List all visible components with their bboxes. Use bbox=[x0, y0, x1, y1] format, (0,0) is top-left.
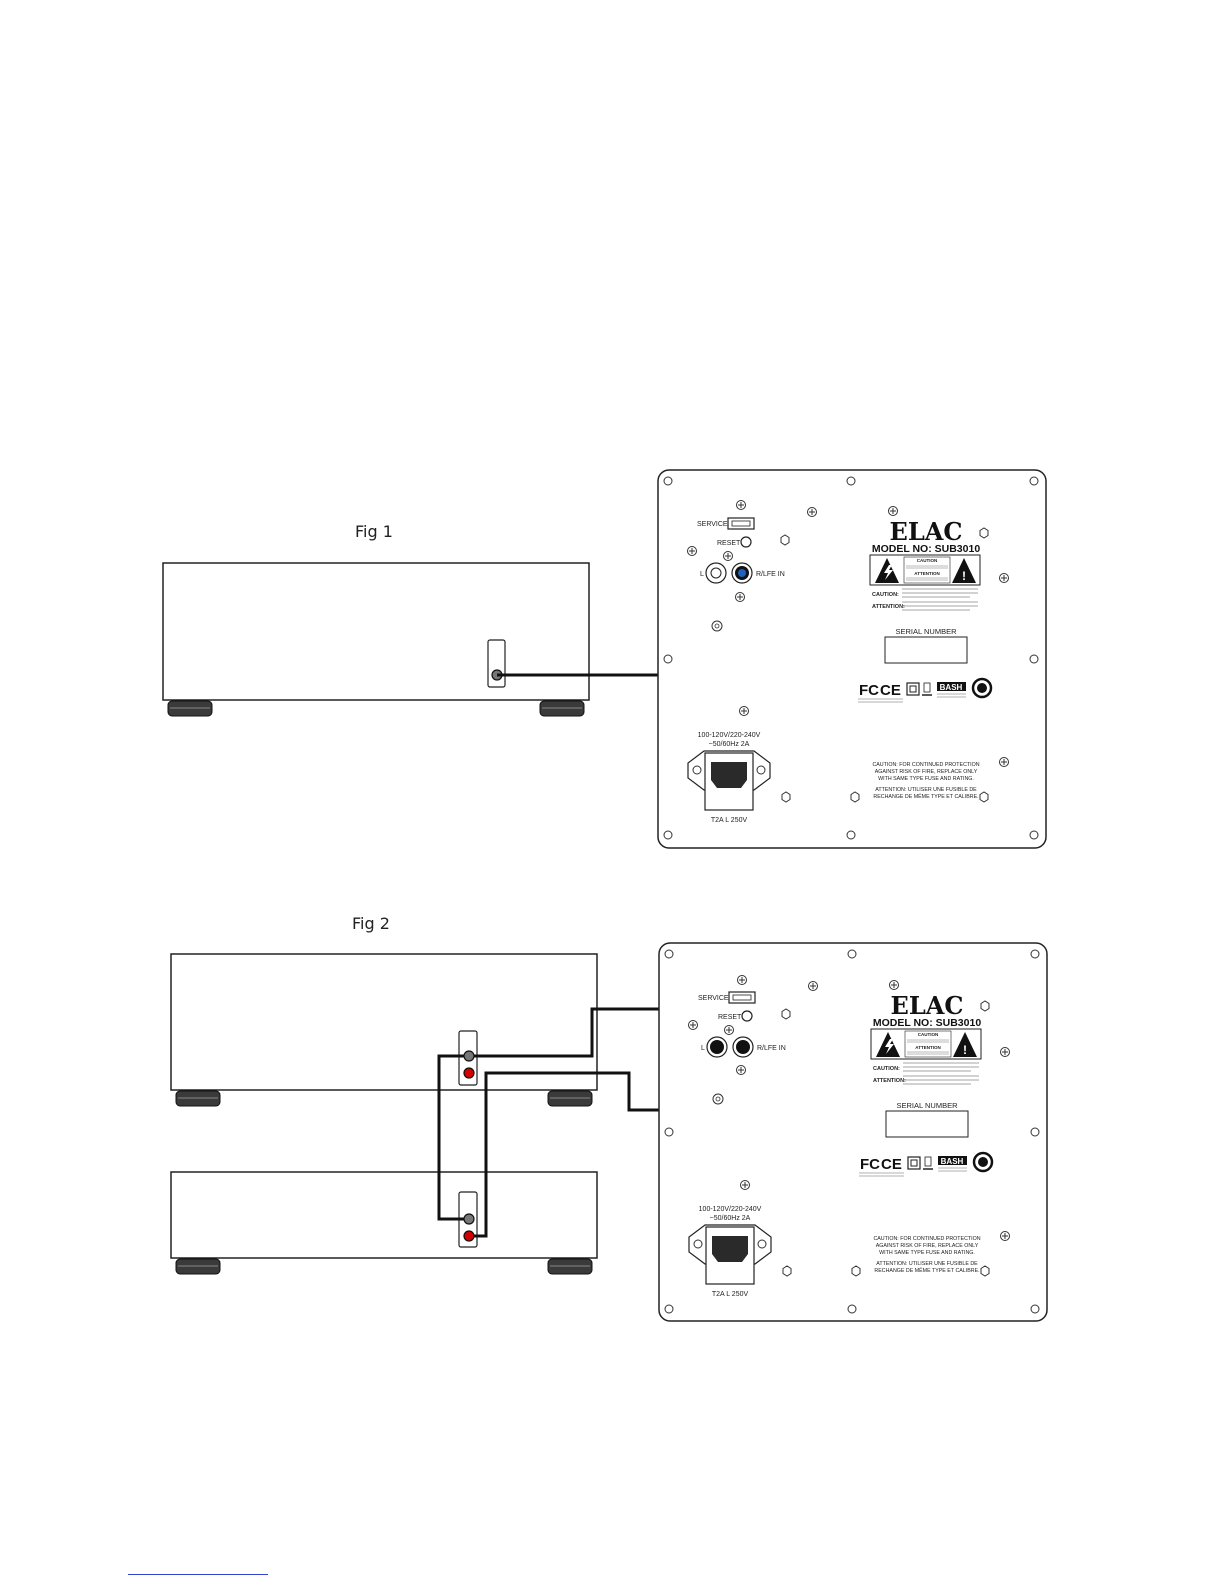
left-input-label-2: L bbox=[701, 1045, 705, 1052]
right-lfe-input-label: R/LFE IN bbox=[756, 571, 785, 578]
fire-caution-line-3-2: WITH SAME TYPE FUSE AND RATING. bbox=[879, 1250, 975, 1256]
fire-attention-line-2-2: RECHANGE DE MÊME TYPE ET CALIBRE. bbox=[874, 1266, 979, 1274]
frequency-label-2: ~50/60Hz 2A bbox=[710, 1215, 751, 1222]
fuse-label-2: T2A L 250V bbox=[712, 1291, 749, 1298]
upper-amp-right-jack bbox=[463, 1067, 475, 1079]
fire-attention-line-2: RECHANGE DE MÊME TYPE ET CALIBRE. bbox=[873, 792, 978, 800]
caution-text-label: CAUTION: bbox=[872, 592, 899, 598]
model-number: MODEL NO: SUB3010 bbox=[872, 543, 980, 555]
power-inlet bbox=[687, 750, 771, 811]
fire-attention-line-1-2: ATTENTION: UTILISER UNE FUSIBLE DE bbox=[876, 1261, 978, 1267]
attention-header: ATTENTION bbox=[914, 571, 939, 576]
fcc-logo: FC bbox=[859, 682, 879, 699]
footer-link-underline[interactable] bbox=[128, 1574, 268, 1575]
fire-caution-line-1: CAUTION: FOR CONTINUED PROTECTION bbox=[872, 762, 979, 768]
subwoofer-panel-2: SERVICE RESET L R/LFE IN ELAC MODEL NO: … bbox=[658, 942, 1048, 1322]
lower-amp-right-jack bbox=[463, 1230, 475, 1242]
figure-2: Fig 2 bbox=[170, 914, 1048, 1322]
upper-amp-left-jack bbox=[463, 1050, 475, 1062]
voltage-label-2: 100-120V/220-240V bbox=[699, 1206, 762, 1213]
voltage-label: 100-120V/220-240V bbox=[698, 732, 761, 739]
certification-logos: FC CE BASH bbox=[858, 677, 993, 703]
fcc-logo-2: FC bbox=[860, 1156, 880, 1173]
right-lfe-input-label-2: R/LFE IN bbox=[757, 1045, 786, 1052]
reset-button bbox=[740, 536, 752, 548]
attention-text-label-2: ATTENTION: bbox=[873, 1078, 906, 1084]
fire-caution-line-2: AGAINST RISK OF FIRE, REPLACE ONLY bbox=[875, 769, 978, 775]
fire-attention-line-1: ATTENTION: UTILISER UNE FUSIBLE DE bbox=[875, 787, 977, 793]
amplifier-2-lower bbox=[170, 1171, 598, 1275]
ce-logo-2: CE bbox=[881, 1156, 902, 1173]
ce-logo: CE bbox=[880, 682, 901, 699]
lower-amp-left-jack bbox=[463, 1213, 475, 1225]
caution-text-label-2: CAUTION: bbox=[873, 1066, 900, 1072]
figure-1-title: Fig 1 bbox=[355, 522, 393, 541]
reset-label-2: RESET bbox=[718, 1014, 742, 1021]
caution-label-block-2: ! CAUTION ATTENTION bbox=[870, 1028, 982, 1060]
caution-header-2: CAUTION bbox=[918, 1032, 939, 1037]
attention-header-2: ATTENTION bbox=[915, 1045, 940, 1050]
model-number-2: MODEL NO: SUB3010 bbox=[873, 1017, 981, 1029]
brand-logo-2: ELAC bbox=[891, 991, 964, 1020]
frequency-label: ~50/60Hz 2A bbox=[709, 741, 750, 748]
fire-caution-line-3: WITH SAME TYPE FUSE AND RATING. bbox=[878, 776, 974, 782]
certification-logos-2: FC CE BASH bbox=[859, 1151, 994, 1177]
bash-logo: BASH bbox=[940, 683, 963, 692]
caution-label-block: ! CAUTION ATTENTION bbox=[869, 554, 981, 586]
serial-number-label-2: SERIAL NUMBER bbox=[897, 1101, 959, 1110]
serial-number-label: SERIAL NUMBER bbox=[896, 627, 958, 636]
service-label: SERVICE bbox=[697, 521, 728, 528]
bash-logo-2: BASH bbox=[941, 1157, 964, 1166]
caution-header: CAUTION bbox=[917, 558, 938, 563]
fuse-label: T2A L 250V bbox=[711, 817, 748, 824]
attention-text-label: ATTENTION: bbox=[872, 604, 905, 610]
svg-text:!: ! bbox=[963, 1043, 967, 1057]
subwoofer-panel-1: SERVICE RESET L R/LFE IN ELAC MODEL NO: … bbox=[657, 469, 1047, 849]
svg-text:!: ! bbox=[962, 569, 966, 583]
fire-caution-line-1-2: CAUTION: FOR CONTINUED PROTECTION bbox=[873, 1236, 980, 1242]
serial-number-box bbox=[884, 636, 968, 664]
figure-1: Fig 1 bbox=[162, 469, 1047, 849]
service-label-2: SERVICE bbox=[698, 995, 729, 1002]
brand-logo: ELAC bbox=[890, 517, 963, 546]
fire-caution-line-2-2: AGAINST RISK OF FIRE, REPLACE ONLY bbox=[876, 1243, 979, 1249]
power-inlet-2 bbox=[688, 1224, 772, 1285]
reset-label: RESET bbox=[717, 540, 741, 547]
amplifier-1 bbox=[162, 562, 590, 717]
left-input-label: L bbox=[700, 571, 704, 578]
figure-2-title: Fig 2 bbox=[352, 914, 390, 933]
amplifier-2-upper bbox=[170, 953, 598, 1107]
